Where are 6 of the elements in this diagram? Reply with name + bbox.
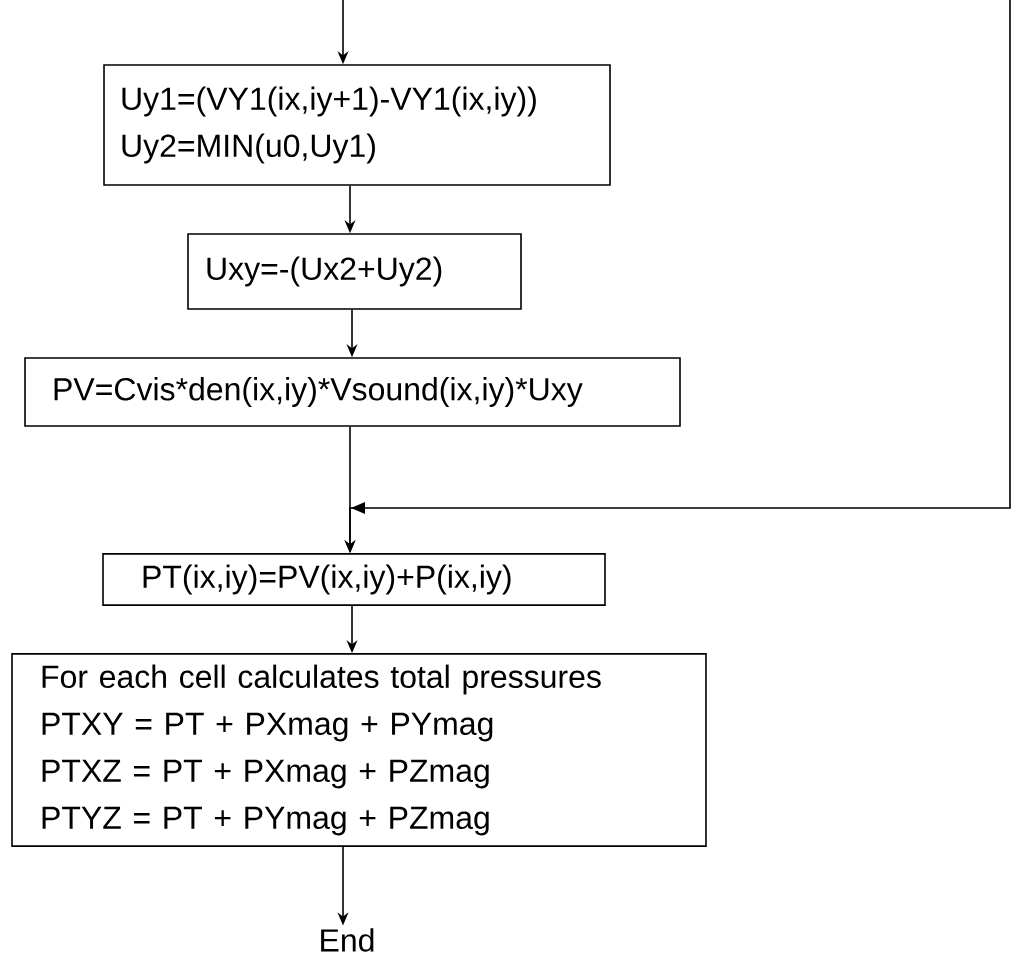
process-box: For each cell calculates total pressures PTXY = PT + PXmag + PYmag PTXZ = PT + PXmag + PZmag PTYZ = PT + PYmag + PZmag bbox=[11, 653, 707, 847]
process-box: Uy1=(VY1(ix,iy+1)-VY1(ix,iy)) Uy2=MIN(u0,Uy1) bbox=[103, 64, 611, 186]
process-box: PT(ix,iy)=PV(ix,iy)+P(ix,iy) bbox=[102, 553, 606, 606]
end-label: End bbox=[321, 928, 374, 952]
process-box: Uxy=-(Ux2+Uy2) bbox=[187, 233, 522, 310]
process-box: PV=Cvis*den(ix,iy)*Vsound(ix,iy)*Uxy bbox=[24, 357, 681, 427]
